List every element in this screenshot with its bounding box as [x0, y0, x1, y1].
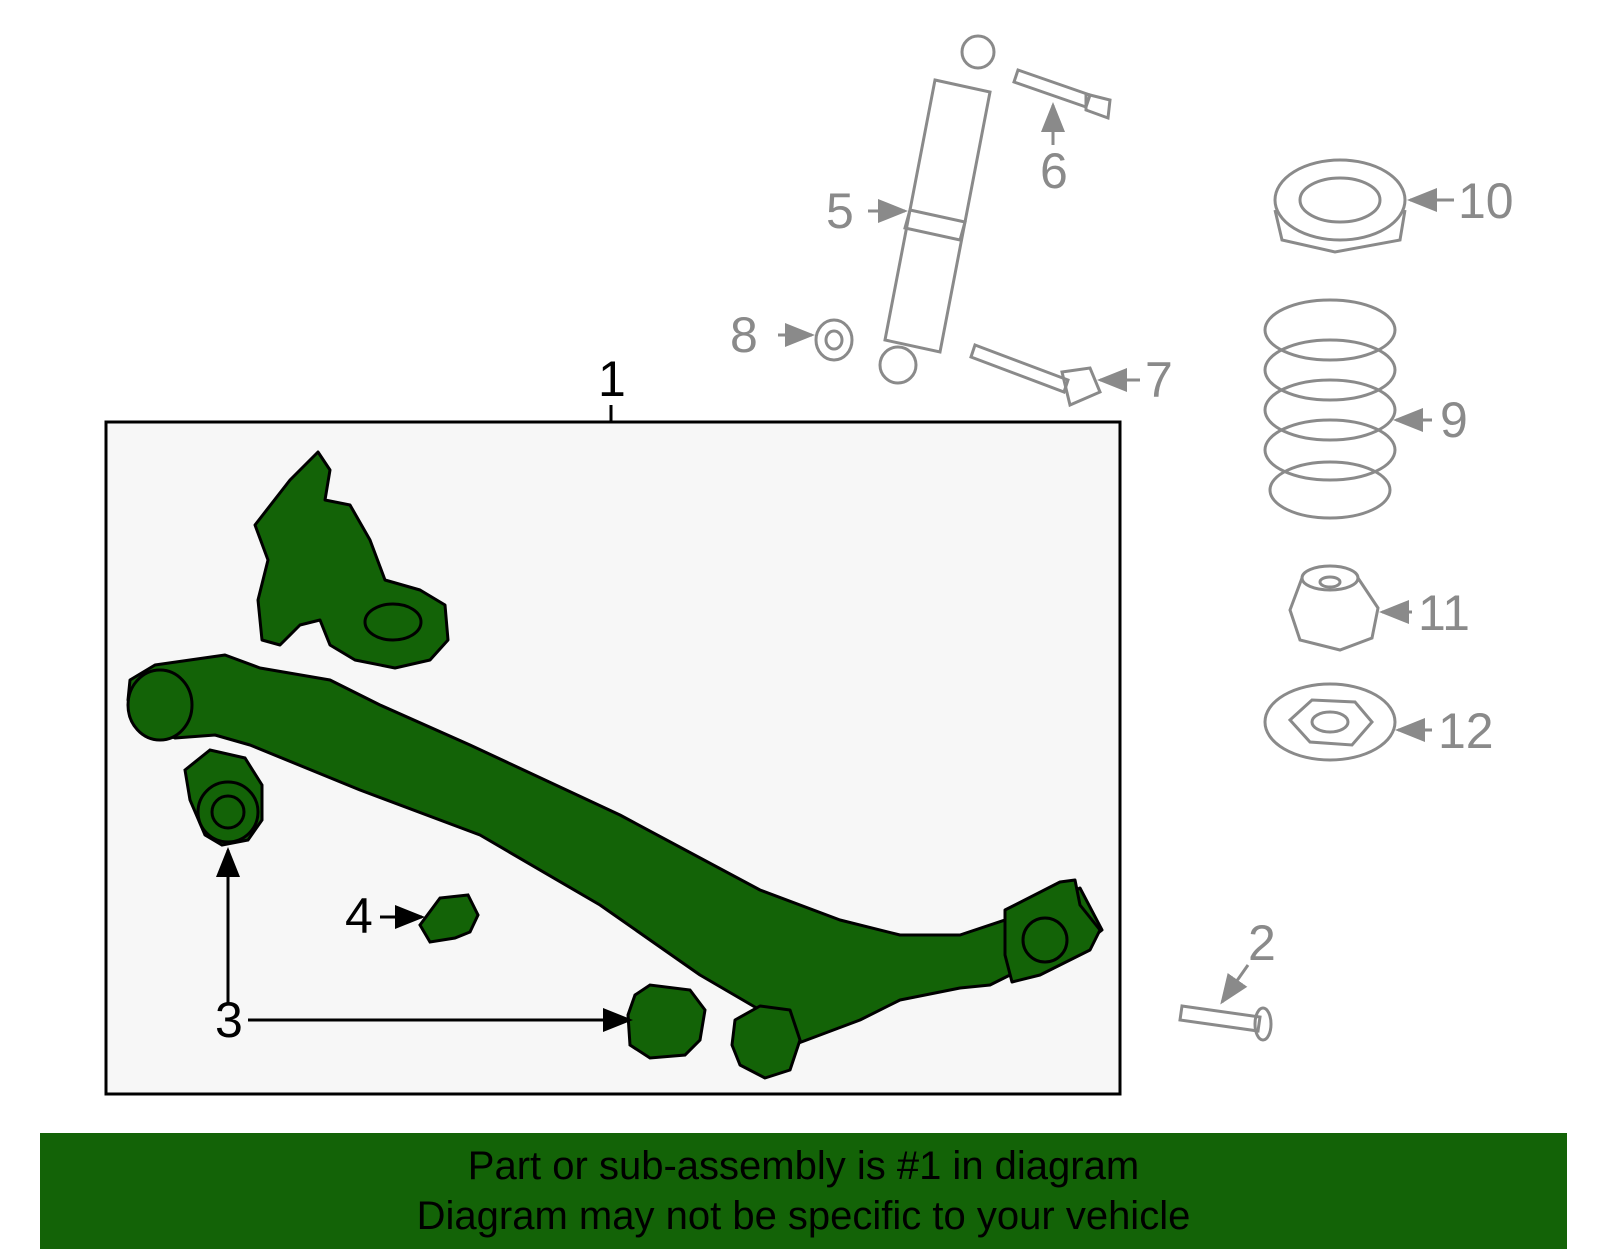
- shock-bolt-upper: [1012, 68, 1112, 121]
- callout-8: 8: [730, 307, 758, 363]
- axle-bushing-upper: [183, 748, 264, 847]
- axle-bracket: [418, 893, 480, 944]
- banner-line-1: Part or sub-assembly is #1 in diagram: [467, 1144, 1140, 1188]
- callout-11: 11: [1418, 585, 1470, 641]
- disclaimer-banner: Part or sub-assembly is #1 in diagram Di…: [40, 1133, 1567, 1249]
- callout-10: 10: [1458, 173, 1514, 229]
- callout-4: 4: [345, 888, 373, 944]
- banner-line-2: Diagram may not be specific to your vehi…: [416, 1194, 1191, 1238]
- callout-3: 3: [215, 992, 243, 1048]
- bolt-2: [1178, 1004, 1273, 1042]
- callout-12: 12: [1438, 703, 1494, 759]
- leader-2: [1220, 964, 1250, 1005]
- shock-nut: [814, 318, 854, 362]
- callout-1: 1: [598, 351, 626, 407]
- coil-spring: [1263, 298, 1397, 520]
- callout-5: 5: [826, 183, 854, 239]
- spring-lower-seat: [1263, 682, 1397, 762]
- axle-bushing-lower: [626, 983, 707, 1060]
- shock-bolt-lower: [969, 343, 1102, 408]
- callout-2: 2: [1248, 915, 1276, 971]
- bump-stop: [1288, 564, 1380, 652]
- spring-upper-seat: [1273, 158, 1407, 254]
- callout-9: 9: [1440, 392, 1468, 448]
- callout-6: 6: [1040, 143, 1068, 199]
- rear-axle-beam: [126, 450, 1104, 1080]
- callout-7: 7: [1145, 352, 1173, 408]
